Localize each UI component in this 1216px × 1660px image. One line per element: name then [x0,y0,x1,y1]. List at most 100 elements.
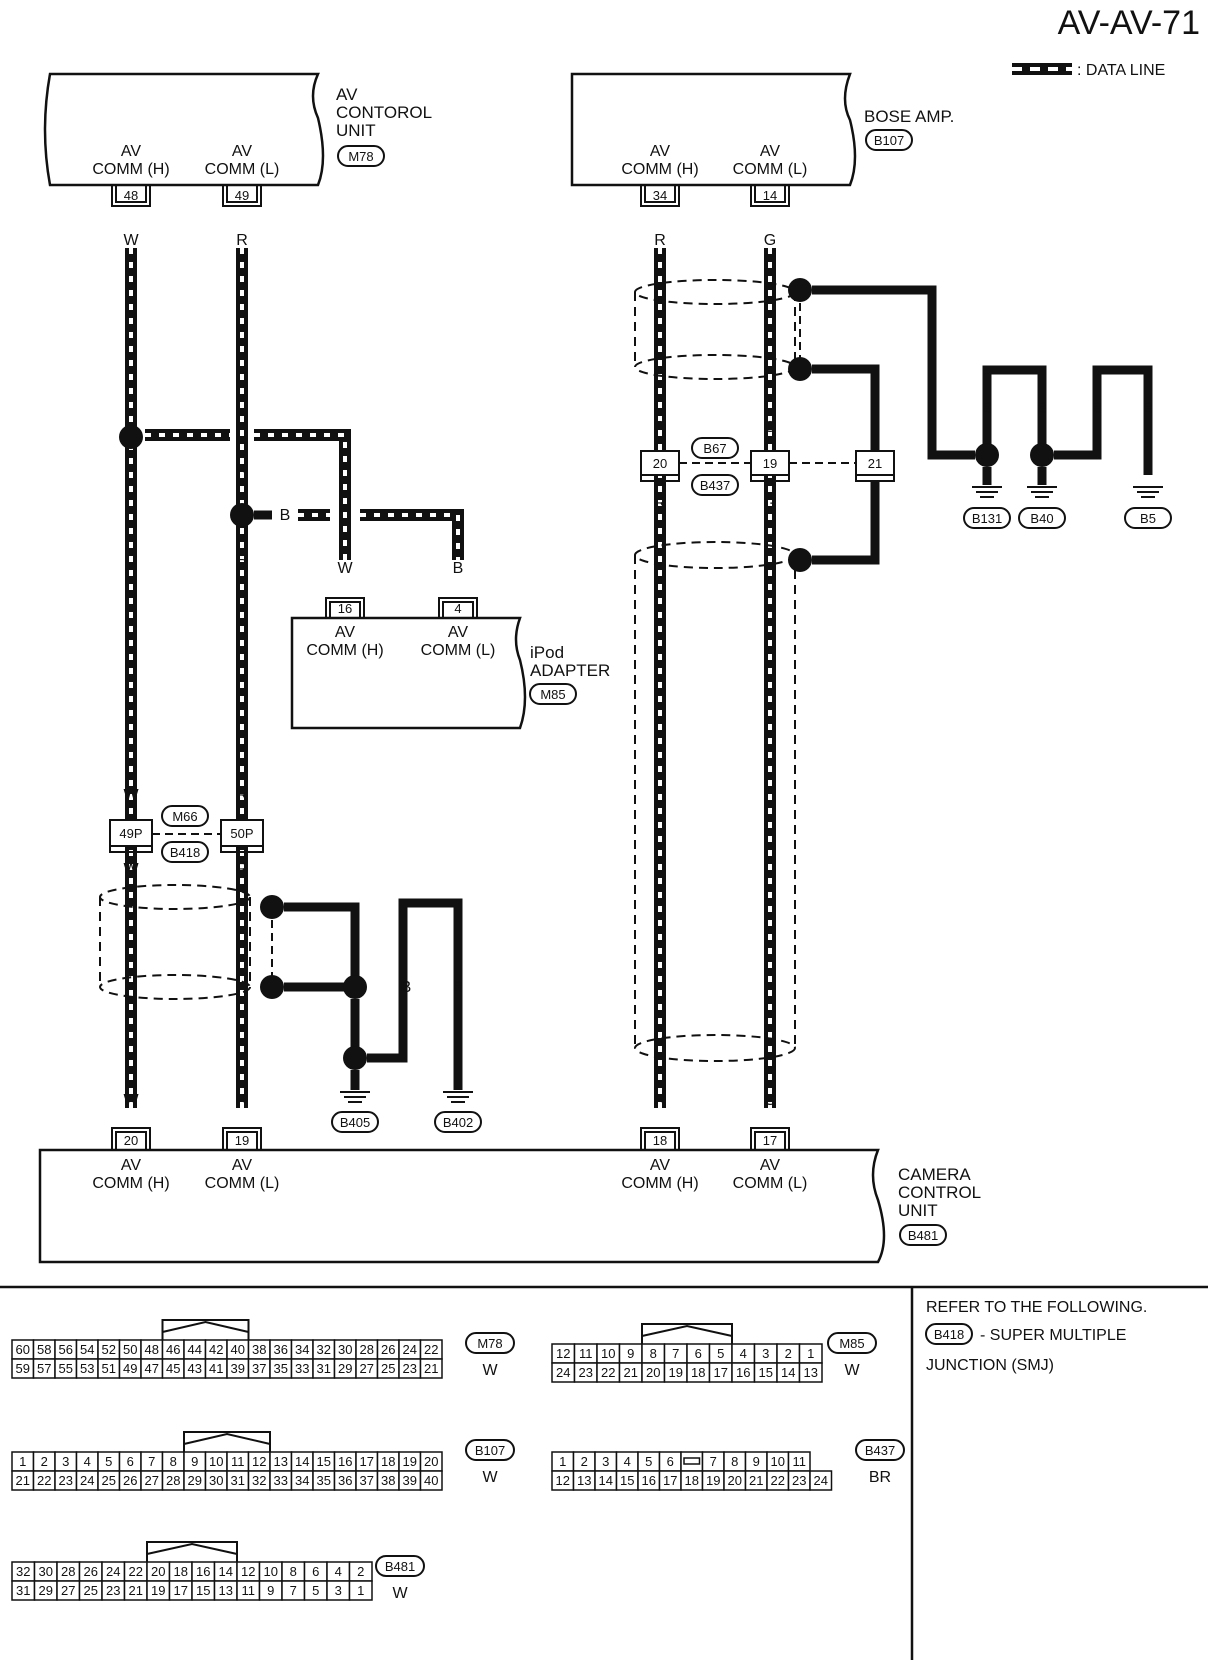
svg-text:R: R [654,1092,666,1109]
connector-id: B437 [865,1443,895,1458]
connector-pin-number: 19 [403,1454,417,1469]
svg-text:B: B [982,400,993,417]
connector-color: W [392,1585,408,1602]
connector-pin-number: 10 [771,1454,785,1469]
connector-color: W [482,1469,498,1486]
connector-pin-number: 43 [188,1361,202,1376]
svg-text:G: G [764,1092,776,1109]
connector-pin-number: 20 [424,1454,438,1469]
connector-pin-number: 2 [357,1564,364,1579]
connector-pin-number: 44 [188,1342,202,1357]
svg-text:W: W [123,1092,139,1109]
connector-pin-number: 27 [145,1473,159,1488]
connector-pin-number: 22 [424,1342,438,1357]
pin-49: 49 [235,188,249,203]
connector-pin-number: 14 [781,1365,795,1380]
connector-pin-number: 18 [381,1454,395,1469]
connector-pin-number: 12 [252,1454,266,1469]
svg-text:W: W [337,560,353,577]
connector-pin-number: 1 [357,1583,364,1598]
av-control-line3: UNIT [336,121,376,140]
svg-text:R: R [236,861,248,878]
svg-text:R: R [654,495,666,512]
connector-pin-number: 3 [602,1454,609,1469]
svg-text:AV: AV [232,1157,252,1174]
svg-text:M66: M66 [172,809,197,824]
svg-text:G: G [764,495,776,512]
connector-pin-number: 35 [274,1361,288,1376]
svg-text:R: R [236,462,248,479]
connector-pin-number: 49 [123,1361,137,1376]
page-title: AV-AV-71 [1058,4,1200,42]
svg-text:COMM (H): COMM (H) [92,1175,169,1192]
svg-text:W: W [123,861,139,878]
svg-text:AV: AV [335,624,355,641]
svg-text:AV: AV [121,143,141,160]
pin-17: 17 [763,1133,777,1148]
connector-pin-number: 32 [16,1564,30,1579]
connector-pin-number: 25 [84,1583,98,1598]
svg-text:AV: AV [448,624,468,641]
svg-text:W: W [123,232,139,249]
connector-pin-number: 13 [577,1473,591,1488]
connector-pin-number: 10 [264,1564,278,1579]
connector-pin-number: 34 [295,1473,309,1488]
connector-pin-number: 16 [642,1473,656,1488]
svg-text:AV: AV [650,1157,670,1174]
ground-b405: B405 [340,1115,370,1130]
connector-pin-number: 48 [145,1342,159,1357]
connector-pin-number: 20 [728,1473,742,1488]
connector-pin-number: 24 [403,1342,417,1357]
connector-pin-number: 32 [252,1473,266,1488]
connector-pin-number: 23 [403,1361,417,1376]
connector-id: M78 [477,1336,502,1351]
connector-pin-number: 39 [231,1361,245,1376]
connector-pin-number: 15 [196,1583,210,1598]
connector-pin-number: 26 [84,1564,98,1579]
svg-text:COMM (H): COMM (H) [621,1175,698,1192]
ground-b5: B5 [1140,511,1156,526]
connector-pin-number: 9 [267,1583,274,1598]
connector-id-badge [855,1439,905,1461]
connector-pin-number: 50 [123,1342,137,1357]
connector-pin-number: 2 [41,1454,48,1469]
connector-cell [798,1362,823,1383]
connector-pin-number: 26 [123,1473,137,1488]
svg-text:JUNCTION (SMJ): JUNCTION (SMJ) [926,1357,1054,1374]
svg-text:20: 20 [653,456,667,471]
connector-pin-number: 4 [84,1454,91,1469]
connector-lock-tab [146,1541,238,1562]
connector-pin-number: 21 [129,1583,143,1598]
pin-34: 34 [653,188,667,203]
connector-pin-number: 24 [556,1365,570,1380]
connector-pin-number: 6 [695,1346,702,1361]
connector-pin-number: 13 [804,1365,818,1380]
connector-pin-number: 40 [231,1342,245,1357]
connector-pin-number: 18 [685,1473,699,1488]
connector-pin-number: 35 [317,1473,331,1488]
connector-pin-number: 2 [785,1346,792,1361]
connector-pin-number: 36 [338,1473,352,1488]
connector-cell [809,1470,833,1491]
connector-pin-number: 10 [209,1454,223,1469]
connector-pin-number: 10 [601,1346,615,1361]
pin-18: 18 [653,1133,667,1148]
connector-pin-number: 23 [792,1473,806,1488]
connector-pin-number: 16 [736,1365,750,1380]
connector-pin-number: 33 [274,1473,288,1488]
connector-pin-number: 14 [295,1454,309,1469]
svg-text:COMM (H): COMM (H) [306,642,383,659]
connector-pin-number: 8 [290,1564,297,1579]
svg-text:B: B [401,979,412,996]
connector-pin-number: 2 [581,1454,588,1469]
connector-pin-number: 15 [759,1365,773,1380]
connector-pin-number: 5 [105,1454,112,1469]
connector-pin-number: 6 [312,1564,319,1579]
connector-pin-number: 21 [624,1365,638,1380]
connector-pin-number: 7 [290,1583,297,1598]
